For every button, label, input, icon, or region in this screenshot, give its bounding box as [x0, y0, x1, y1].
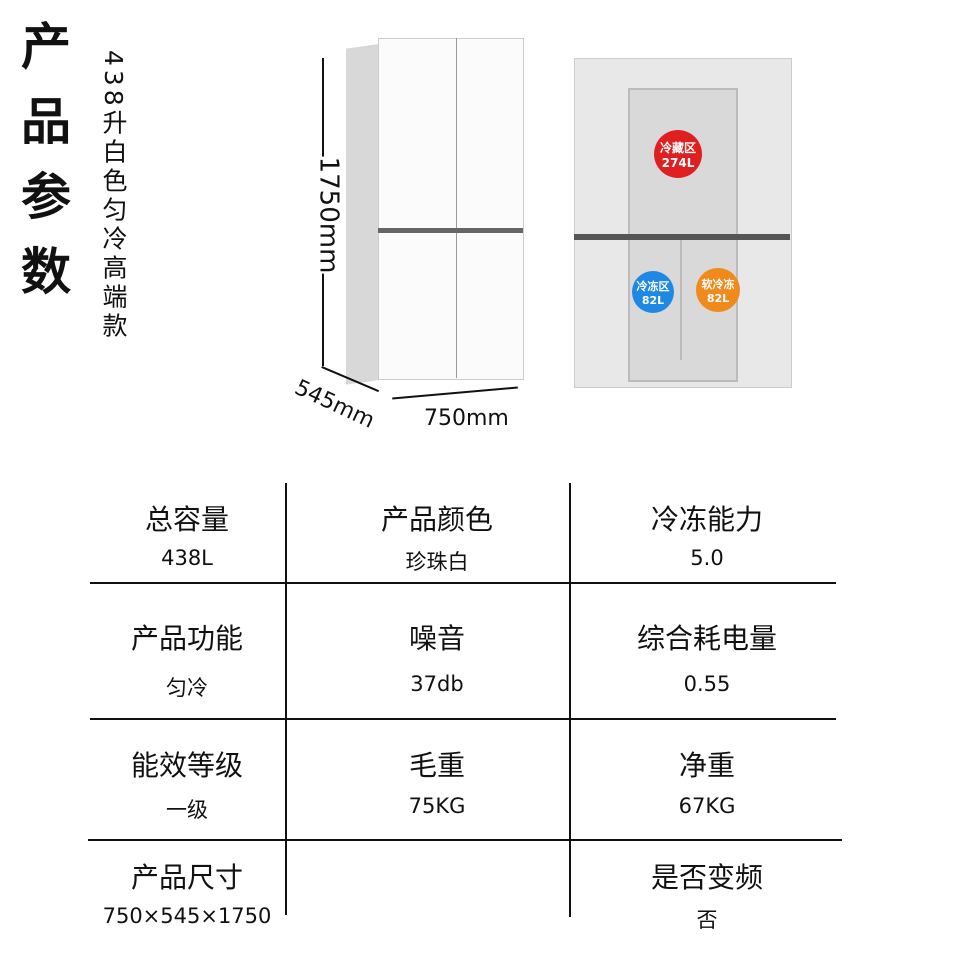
table-divider: [285, 483, 287, 915]
spec-label: 总容量: [144, 503, 229, 536]
spec-label: 毛重: [408, 749, 465, 782]
spec-value: 37db: [410, 672, 464, 696]
page-title: 产品参数: [21, 18, 71, 301]
spec-value: 75KG: [408, 794, 466, 818]
width-label: 750mm: [424, 406, 509, 431]
zone-name: 冷冻区: [636, 279, 670, 293]
spec-value: 438L: [161, 546, 213, 570]
table-divider: [90, 582, 836, 584]
spec-label: 是否变频: [650, 861, 763, 894]
spec-label: 噪音: [408, 622, 465, 655]
spec-value: 5.0: [690, 546, 724, 570]
spec-label: 产品尺寸: [130, 861, 243, 894]
spec-label: 产品颜色: [380, 503, 493, 536]
table-divider: [569, 483, 571, 917]
spec-value: 匀冷: [166, 676, 208, 700]
spec-label: 冷冻能力: [650, 503, 763, 536]
product-subtitle: 438升白色匀冷高端款: [99, 50, 128, 342]
zone-volume: 82L: [641, 293, 665, 307]
zone-volume: 274L: [661, 155, 695, 170]
spec-value: 67KG: [678, 794, 736, 818]
table-divider: [88, 839, 842, 841]
zone-volume: 82L: [706, 291, 730, 305]
spec-label: 净重: [678, 749, 735, 782]
height-label: 1750mm: [313, 156, 344, 274]
spec-value: 一级: [166, 798, 208, 822]
zone-name: 冷藏区: [659, 140, 696, 155]
spec-value: 否: [696, 908, 718, 932]
width-arrow: [392, 386, 518, 400]
table-divider: [90, 718, 836, 720]
spec-label: 综合耗电量: [636, 622, 777, 655]
spec-label: 产品功能: [130, 622, 243, 655]
spec-value: 珍珠白: [405, 550, 469, 574]
spec-label: 能效等级: [130, 749, 243, 782]
spec-value: 0.55: [683, 672, 731, 696]
spec-value: 750×545×1750: [102, 904, 272, 928]
zone-name: 软冷冻: [701, 277, 735, 291]
